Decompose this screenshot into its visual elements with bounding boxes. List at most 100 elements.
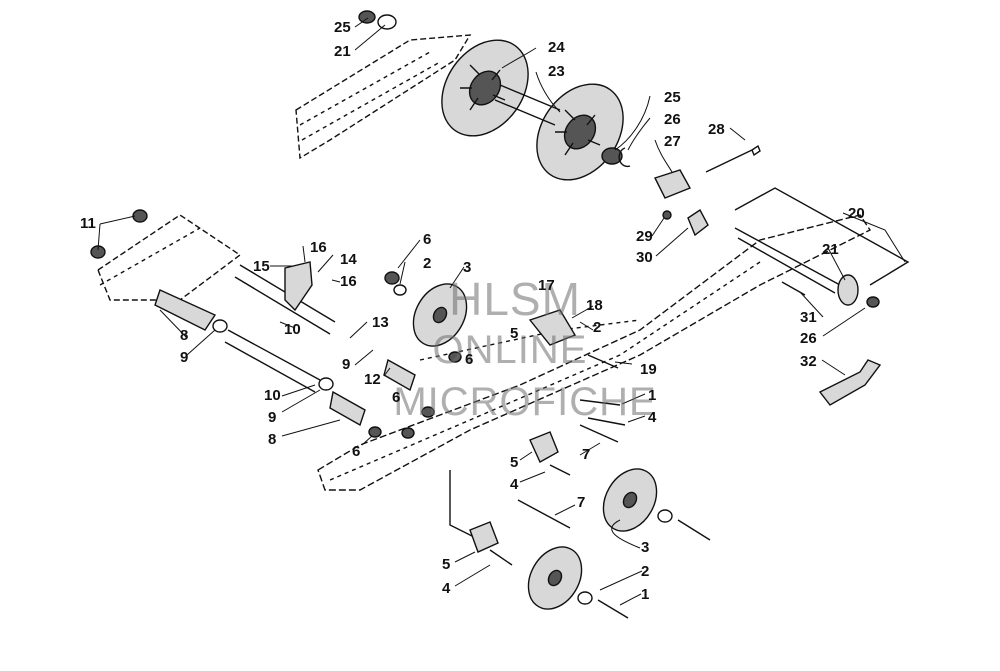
watermark-line-2: ONLINE <box>432 328 588 372</box>
mount-5-mid <box>528 309 577 346</box>
callout-5-top: 5 <box>510 325 519 342</box>
washer-2-a <box>393 284 407 296</box>
callout-32: 32 <box>800 353 817 370</box>
bolt-1-lower-right <box>677 519 711 541</box>
bushing-6-c <box>421 406 435 418</box>
bushing-6-b <box>448 351 462 363</box>
bolt-28 <box>705 144 761 173</box>
callout-4-mid: 4 <box>510 476 519 493</box>
bolt-4-right <box>587 417 626 426</box>
cap-22-right <box>866 296 880 308</box>
spacer-8-lower <box>329 390 366 427</box>
callout-5-bottom: 5 <box>442 556 451 573</box>
callout-28: 28 <box>708 121 725 138</box>
washer-21-top <box>377 14 397 30</box>
bolt-1-bottom <box>597 599 629 619</box>
callout-6-lower-b: 6 <box>352 443 361 460</box>
idler-wheel-3-bottom <box>527 546 583 610</box>
callout-22-right: 26 <box>800 330 817 347</box>
callout-1-right: 1 <box>648 387 657 404</box>
watermark-line-3: MICROFICHE <box>393 380 657 424</box>
bushing-6-d <box>368 426 382 438</box>
callout-15: 15 <box>253 258 270 275</box>
upper-rail <box>295 34 472 160</box>
bolt-4-mid <box>549 464 571 476</box>
callout-16-a: 16 <box>310 239 327 256</box>
callout-27: 27 <box>664 133 681 150</box>
idler-wheel-3-mid <box>412 283 468 347</box>
callout-10-top: 10 <box>284 321 301 338</box>
callout-12: 12 <box>364 371 381 388</box>
bolt-1-right <box>579 399 621 406</box>
callout-1-bottom: 1 <box>641 586 650 603</box>
nut-11-a <box>132 209 148 223</box>
spacer-12 <box>383 358 416 392</box>
callout-16-b: 16 <box>340 273 357 290</box>
callout-6-lower-a: 6 <box>392 389 401 406</box>
bolt-4-bottom <box>489 549 513 566</box>
callout-7-lower: 7 <box>577 494 586 511</box>
callout-19: 19 <box>640 361 657 378</box>
callout-26: 26 <box>664 111 681 128</box>
cross-shaft-10-lower <box>224 329 321 393</box>
callout-2-mid: 2 <box>593 319 602 336</box>
callout-8-top: 8 <box>180 327 189 344</box>
idler-wheel-24 <box>441 39 529 137</box>
bushing-6-e <box>401 427 415 439</box>
link-drop <box>449 470 481 541</box>
callout-21-right: 21 <box>822 241 839 258</box>
bolt-7-right <box>579 424 619 443</box>
callout-14: 14 <box>340 251 357 268</box>
adjuster-30 <box>687 208 709 237</box>
callout-30: 30 <box>636 249 653 266</box>
callout-5-lower: 5 <box>510 454 519 471</box>
callout-29: 29 <box>636 228 653 245</box>
callout-24: 24 <box>548 39 565 56</box>
callout-7-right: 7 <box>582 446 591 463</box>
cap-22-top <box>358 10 376 24</box>
sprocket-21 <box>837 274 859 306</box>
idler-wheel-23 <box>536 83 624 181</box>
callout-4-right: 4 <box>648 409 657 426</box>
washer-9-upper <box>212 319 228 333</box>
callout-18: 18 <box>586 297 603 314</box>
callout-21-top: 21 <box>334 43 351 60</box>
left-rail <box>97 214 242 301</box>
callout-6-mid: 6 <box>465 351 474 368</box>
bolt-7-lower <box>517 499 571 529</box>
callout-3-right: 3 <box>641 539 650 556</box>
callout-4-bottom: 4 <box>442 580 451 597</box>
arm-14 <box>284 261 313 312</box>
main-rail <box>317 214 872 491</box>
snap-ring-26 <box>618 147 631 168</box>
callout-20: 20 <box>848 205 865 222</box>
mount-5-lower <box>529 431 559 463</box>
callout-10-lower: 10 <box>264 387 281 404</box>
callout-23: 23 <box>548 63 565 80</box>
leader-lines <box>97 17 906 606</box>
callout-25: 25 <box>664 89 681 106</box>
callout-31: 31 <box>800 309 817 326</box>
bolt-19 <box>587 354 619 369</box>
callout-9-top: 9 <box>180 349 189 366</box>
callout-3-top: 3 <box>463 259 472 276</box>
callout-11: 11 <box>80 215 96 232</box>
nut-29 <box>662 210 672 220</box>
upper-axle <box>494 84 561 126</box>
washer-2-right <box>657 509 673 523</box>
block-27 <box>654 169 691 199</box>
mount-5-bottom <box>469 521 499 553</box>
callout-2-right: 2 <box>641 563 650 580</box>
callout-9-mid: 9 <box>342 356 351 373</box>
bushing-6-a <box>384 271 400 285</box>
rear-axle-20 <box>734 227 841 294</box>
callout-17: 17 <box>538 277 555 294</box>
idler-wheel-3-right <box>602 468 658 532</box>
callout-9-lower: 9 <box>268 409 277 426</box>
watermark-line-1: HLSM <box>449 273 581 325</box>
callout-13: 13 <box>372 314 389 331</box>
washer-2-bottom <box>577 591 593 605</box>
right-bracket <box>734 187 910 286</box>
callout-8-lower: 8 <box>268 431 277 448</box>
